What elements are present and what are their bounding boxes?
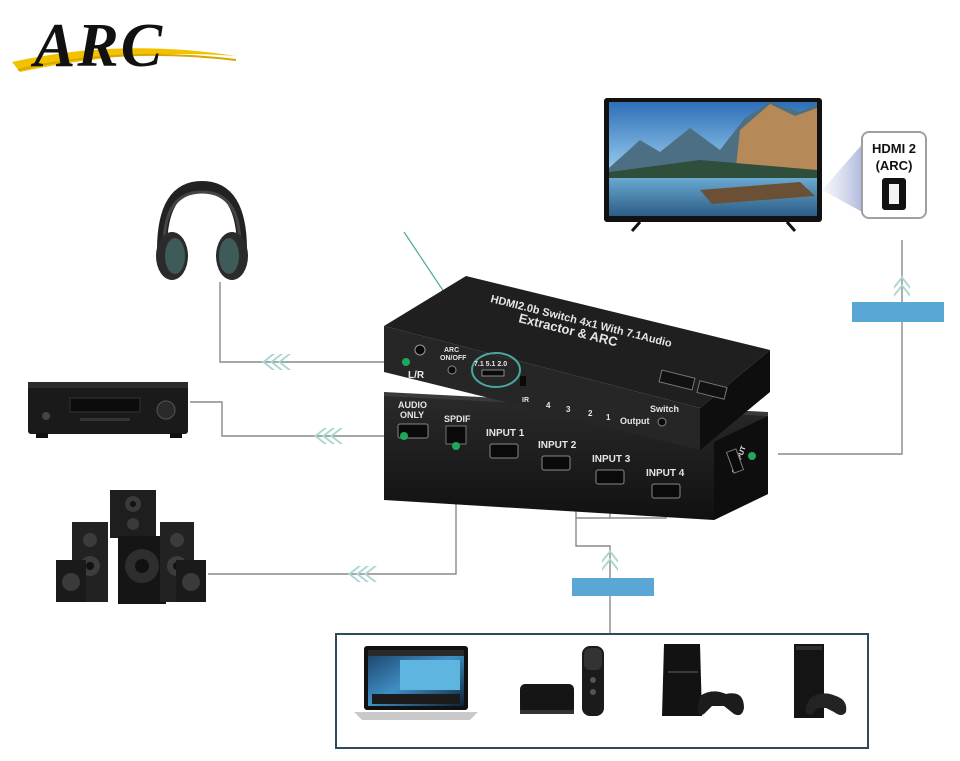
tv-cable-label-bar — [852, 302, 944, 322]
apple-tv-icon — [520, 646, 604, 716]
headphone-signal-arrows — [262, 354, 291, 370]
spec-badge — [658, 369, 696, 391]
input-3-port — [595, 469, 625, 485]
receiver-signal-arrows — [314, 428, 343, 444]
audio-only-port-dot — [400, 432, 408, 440]
tv-port-label-line2: (ARC) — [876, 158, 913, 173]
port-led-4: 4 — [546, 401, 551, 410]
spec-badge-2 — [696, 380, 728, 400]
mode-switch-highlight — [471, 352, 521, 388]
tv-port-callout-beam — [822, 140, 866, 214]
ir-label: IR — [522, 397, 529, 404]
spdif-port-dot — [452, 442, 460, 450]
headphone-cable — [219, 282, 404, 363]
port-led-2: 2 — [588, 409, 593, 418]
audio-only-label-1: AUDIO — [398, 400, 427, 410]
speaker-signal-arrows — [348, 566, 377, 582]
av-receiver-icon — [28, 382, 188, 438]
speaker-system-icon — [56, 490, 206, 604]
arc-toggle-button — [447, 365, 457, 375]
arc-logo-text: ARC — [30, 12, 164, 80]
arc-logo: ARC — [12, 12, 237, 80]
port-led-3: 3 — [566, 405, 571, 414]
headphone-port-dot — [402, 358, 410, 366]
headphones-icon — [156, 180, 248, 280]
lr-label: L/R — [408, 370, 425, 381]
spdif-label: SPDIF — [444, 414, 471, 424]
mode-switch-slider — [481, 369, 505, 377]
headphone-jack — [414, 344, 426, 356]
output-label: Output — [620, 416, 650, 426]
tv-signal-arrows — [894, 276, 910, 297]
ps4-console-icon — [662, 644, 744, 716]
tv-icon — [604, 98, 822, 232]
source-cable — [575, 518, 611, 634]
output-side-port — [725, 448, 745, 474]
arc-logo-swoosh — [12, 48, 236, 72]
tv-port-label-line1: HDMI 2 — [872, 141, 916, 156]
tv-hdmi-arc-port-callout: HDMI 2 (ARC) — [861, 131, 927, 219]
input-2-label: INPUT 2 — [538, 440, 577, 451]
switch-button — [657, 417, 667, 427]
audio-only-label-2: ONLY — [400, 410, 424, 420]
mode-switch-label: 7.1 5.1 2.0 — [474, 361, 507, 368]
input-1-port — [489, 443, 519, 459]
receiver-cable — [190, 401, 404, 437]
input-4-port — [651, 483, 681, 499]
source-cable-label-bar — [572, 578, 654, 596]
spdif-port — [445, 425, 467, 445]
input-2-port — [541, 455, 571, 471]
input-1-label: INPUT 1 — [486, 428, 525, 439]
xbox-console-icon — [794, 644, 847, 718]
output-port-dot — [748, 452, 756, 460]
input-4-label: INPUT 4 — [646, 468, 685, 479]
source-signal-arrows — [602, 550, 618, 571]
source-devices-box — [335, 633, 869, 749]
input-3-label: INPUT 3 — [592, 454, 631, 465]
port-led-1: 1 — [606, 413, 611, 422]
tv-cable — [778, 240, 903, 455]
arc-label: ARC — [444, 347, 459, 354]
laptop-icon — [354, 646, 478, 720]
switch-label: Switch — [650, 404, 679, 414]
arc-onoff-label: ON/OFF — [440, 355, 467, 362]
